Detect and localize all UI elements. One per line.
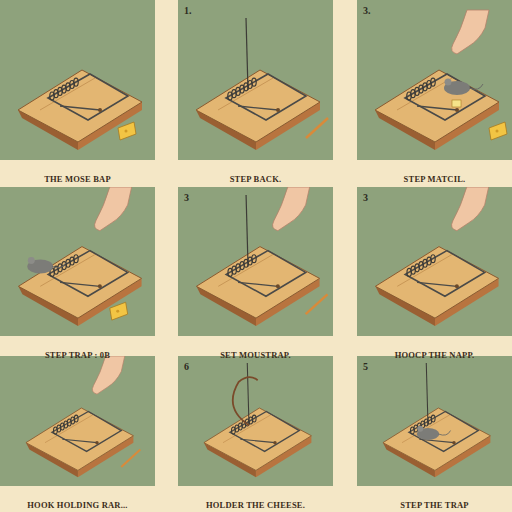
step-number: 1. [184,5,192,16]
step-panel: STEP TRAP : 0B [0,187,155,336]
step-number: 3 [363,192,368,203]
step-caption: STEP MATCIL. [357,174,512,184]
step-panel: 3.STEP MATCIL. [357,0,512,160]
step-panel: 3SET MOUSTRAP. [178,187,333,336]
step-panel: HOOK HOLDING RAR... [0,356,155,486]
mousetrap-illustration [178,0,333,160]
mousetrap-illustration [357,0,512,160]
mousetrap-illustration [357,187,512,336]
step-panel: 5STEP THE TRAP [357,356,512,486]
step-panel: 1.STEP BACK. [178,0,333,160]
step-caption: HOOK HOLDING RAR... [0,500,155,510]
step-panel: 6HOLDER THE CHEESE. [178,356,333,486]
step-number: 3 [184,192,189,203]
step-caption: STEP THE TRAP [357,500,512,510]
step-panel: 3HOOCP THE NAPP. [357,187,512,336]
step-caption: SET MOUSTRAP. [178,350,333,360]
step-caption: STEP TRAP : 0B [0,350,155,360]
step-number: 3. [363,5,371,16]
mousetrap-illustration [178,356,333,486]
mousetrap-illustration [178,187,333,336]
mousetrap-illustration [357,356,512,486]
step-caption: STEP BACK. [178,174,333,184]
step-caption: HOOCP THE NAPP. [357,350,512,360]
step-panel: THE MOSE BAP [0,0,155,160]
step-number: 6 [184,361,189,372]
mousetrap-illustration [0,187,155,336]
step-number: 5 [363,361,368,372]
mousetrap-illustration [0,0,155,160]
step-caption: HOLDER THE CHEESE. [178,500,333,510]
mousetrap-illustration [0,356,155,486]
step-caption: THE MOSE BAP [0,174,155,184]
